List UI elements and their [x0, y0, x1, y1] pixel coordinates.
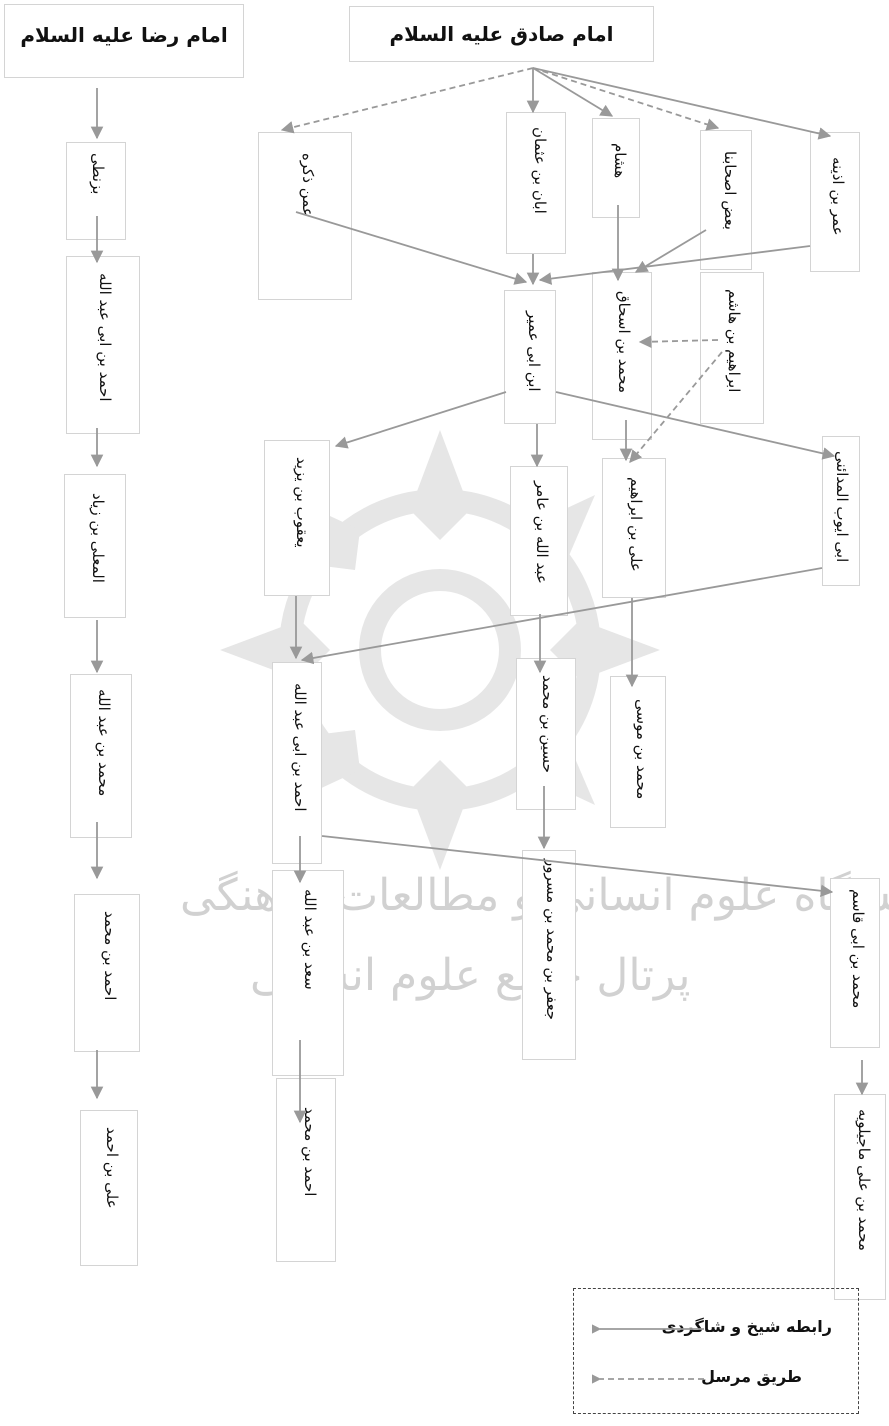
edge-amman-ibnumayr	[296, 212, 526, 282]
edge-ibrahim-ishaq	[640, 340, 718, 342]
edge-abiayyub-ahmadc	[302, 568, 822, 660]
edge-ibrahim-ali	[630, 352, 722, 462]
edge-sadiq-amman	[282, 68, 533, 130]
legend-swatches	[592, 1319, 710, 1389]
edge-bad-ibnumayr	[636, 230, 706, 272]
edge-sadiq-hisham	[533, 68, 612, 116]
edge-ahmadc-qasim	[322, 836, 832, 892]
edge-sadiq-bad	[533, 68, 718, 128]
legend: رابطه شیخ و شاگردی طریق مرسل	[573, 1288, 859, 1414]
edge-ibnumayr-yaqub	[336, 392, 506, 446]
legend-dashed-label: طریق مرسل	[701, 1367, 802, 1386]
edge-umar-ibnumayr	[540, 246, 810, 280]
edge-sadiq-umar	[533, 68, 830, 136]
edge-ibnumayr-abiayyub	[556, 392, 834, 456]
